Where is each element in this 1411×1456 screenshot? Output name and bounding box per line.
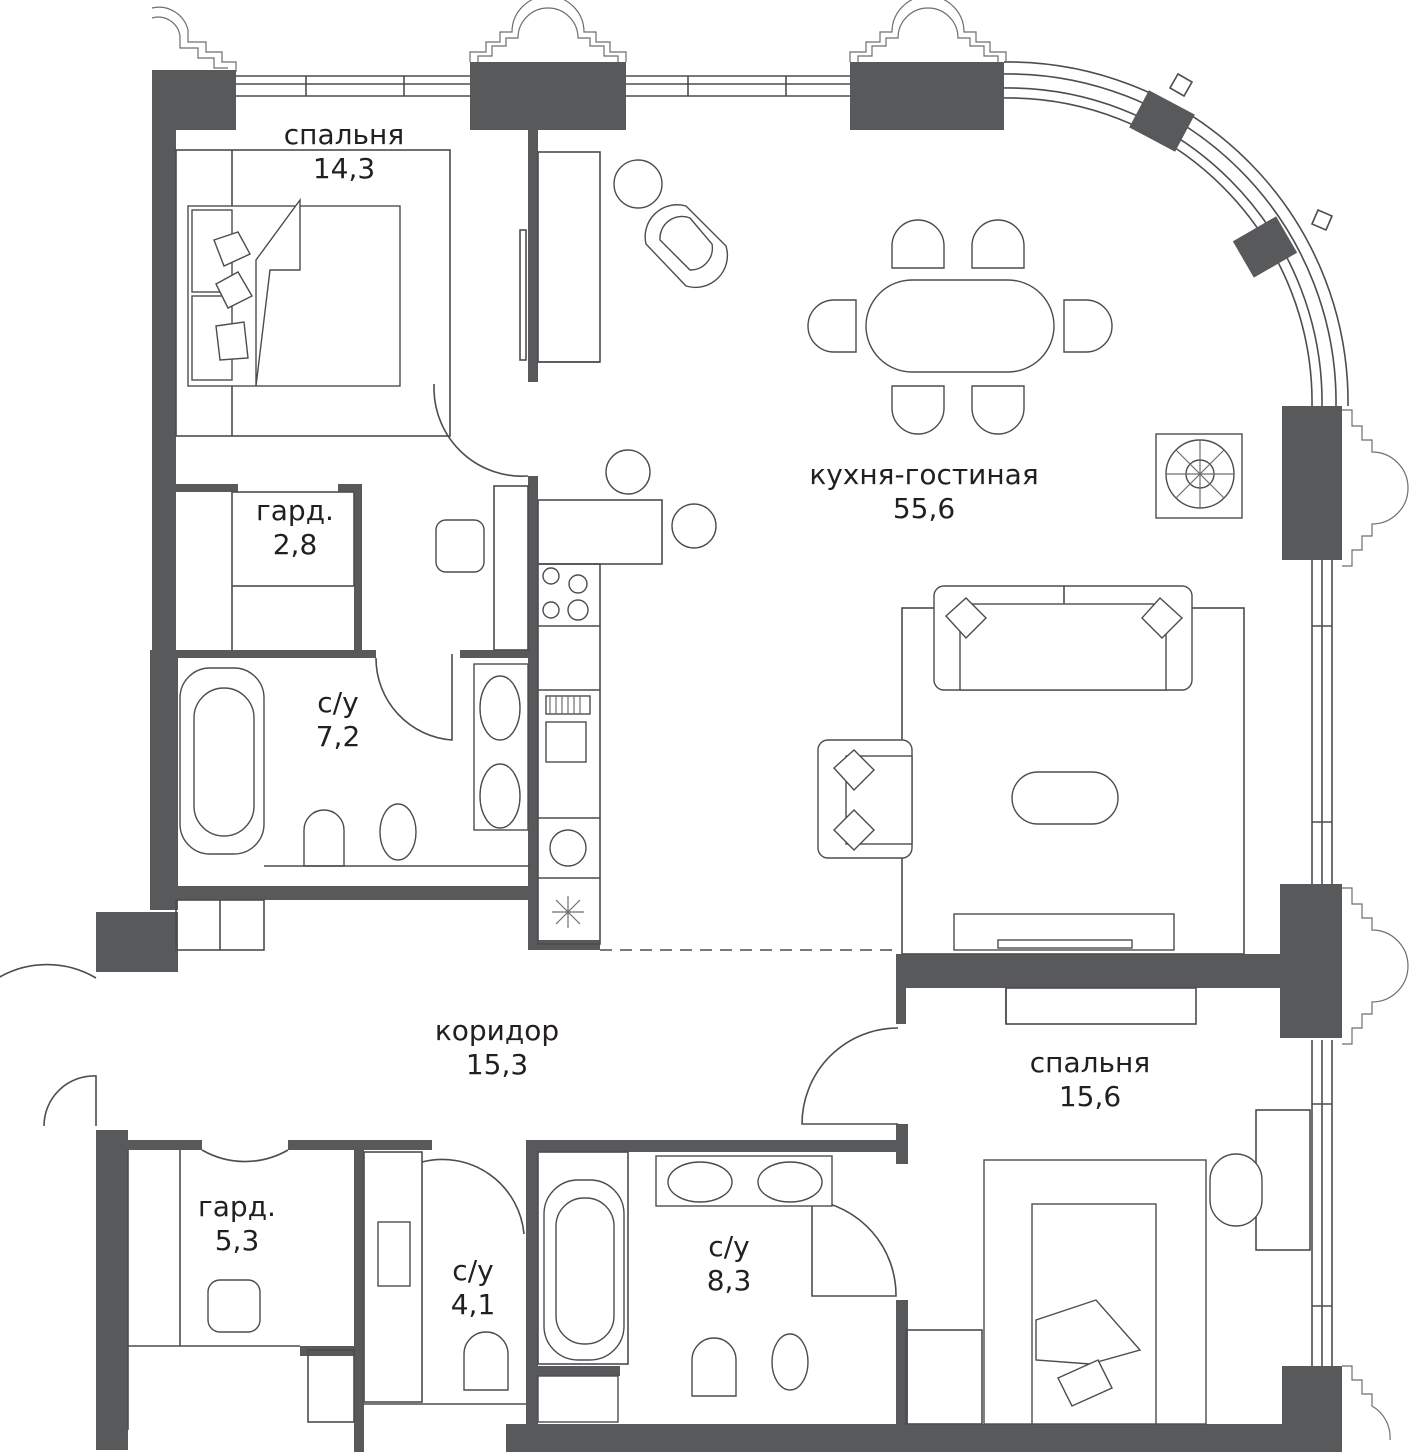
room-name: кухня-гостиная [809, 458, 1039, 491]
room-name: с/у [452, 1254, 494, 1287]
dining-table [807, 219, 1113, 435]
kitchen-appliances [435, 519, 591, 928]
fixtures-bathroom-3 [537, 1155, 833, 1423]
walls [96, 62, 1342, 1452]
sofa [933, 585, 1193, 691]
curved-window [1003, 61, 1349, 407]
lounge-chair [613, 159, 729, 289]
room-name: гард. [256, 494, 334, 527]
bed-bedroom-2 [983, 1153, 1263, 1425]
room-label-wardrobe-1: гард. 2,8 [256, 494, 334, 562]
room-area: 2,8 [272, 528, 318, 562]
bed-bedroom-1 [187, 197, 401, 387]
window-top [236, 75, 850, 97]
bathtub-bathroom-1 [179, 667, 265, 855]
room-area: 5,3 [214, 1224, 260, 1258]
room-name: коридор [434, 1014, 560, 1047]
facade-bay-right-2 [1342, 887, 1409, 1045]
coffee-table [1011, 771, 1119, 825]
room-label-living-kitchen: кухня-гостиная 55,6 [809, 458, 1038, 526]
room-area: 4,1 [450, 1288, 496, 1322]
room-name: с/у [317, 686, 359, 719]
plant [1155, 433, 1243, 519]
room-area: 15,6 [1058, 1080, 1122, 1114]
bar-stools [605, 449, 717, 549]
room-area: 55,6 [892, 492, 956, 526]
fixtures-bathroom-1 [264, 663, 530, 867]
room-label-bathroom-1: с/у 7,2 [316, 686, 361, 754]
room-area: 14,3 [312, 152, 376, 186]
fixtures-wardrobe-2 [207, 1279, 261, 1333]
room-name: с/у [708, 1230, 750, 1263]
partitions [127, 149, 1311, 1430]
fixtures-bathroom-2 [377, 1221, 509, 1391]
room-name: спальня [1029, 1046, 1151, 1079]
room-label-corridor: коридор 15,3 [435, 1014, 559, 1082]
room-area: 8,3 [706, 1264, 752, 1298]
room-label-wardrobe-2: гард. 5,3 [198, 1190, 276, 1258]
armchair [817, 739, 913, 859]
facade-bay-right-3 [1342, 1365, 1391, 1441]
room-name: гард. [198, 1190, 276, 1223]
room-label-bathroom-3: с/у 8,3 [707, 1230, 752, 1298]
facade-bay-top-left [151, 6, 237, 72]
facade-bay-top-middle [469, 0, 627, 62]
room-label-bedroom-2: спальня 15,6 [1030, 1046, 1150, 1114]
tv-unit [953, 913, 1175, 951]
room-label-bedroom-1: спальня 14,3 [284, 118, 404, 186]
facade-bay-right-1 [1342, 409, 1409, 567]
window-right [1311, 560, 1333, 1370]
room-name: спальня [283, 118, 405, 151]
curved-window-frames [1129, 72, 1334, 278]
room-area: 15,3 [465, 1048, 529, 1082]
facade-bay-top-right [849, 0, 1007, 62]
room-label-bathroom-2: с/у 4,1 [451, 1254, 496, 1322]
room-area: 7,2 [315, 720, 361, 754]
